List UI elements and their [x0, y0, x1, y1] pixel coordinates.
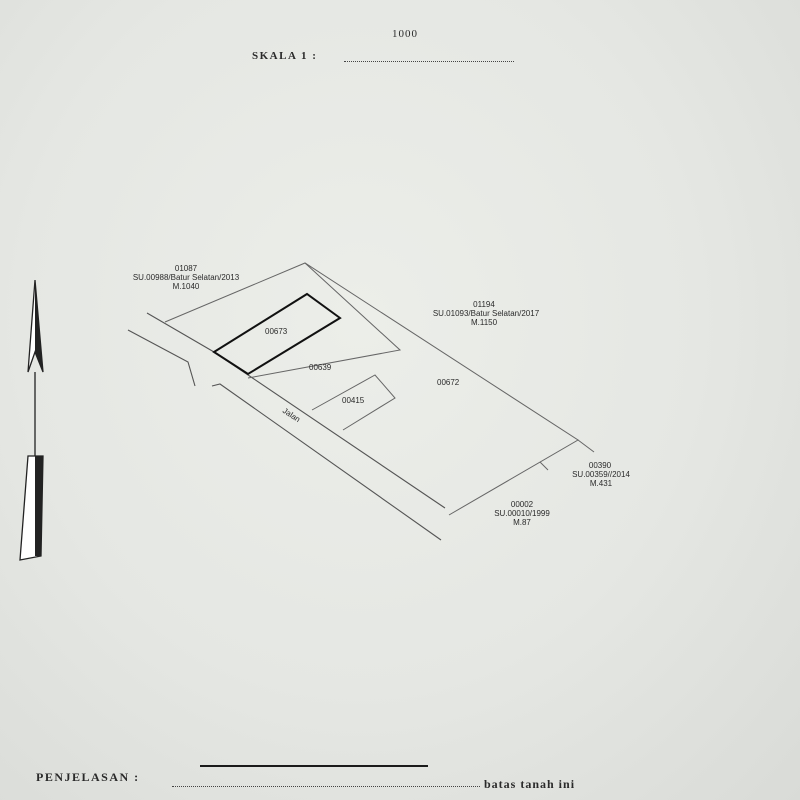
neighbor-label-north-east: 01194 SU.01093/Batur Selatan/2017 M.1150 [433, 300, 540, 327]
neighbor-id: 00390 [589, 461, 612, 470]
neighbor-m: M.431 [590, 479, 613, 488]
neighbor-id: 01087 [175, 264, 198, 273]
parcel-00673-outline [212, 292, 342, 376]
scale-dotted-line [344, 61, 514, 62]
parcel-label-00415: 00415 [342, 396, 365, 405]
neighbor-m: M.1150 [471, 318, 498, 327]
neighbor-su: SU.00988/Batur Selatan/2013 [133, 273, 240, 282]
north-arrow-icon [19, 279, 44, 561]
legend-boundary-line [200, 765, 428, 767]
neighbor-su: SU.00359//2014 [572, 470, 630, 479]
neighbor-label-east: 00390 SU.00359//2014 M.431 [572, 461, 630, 488]
scale-label: SKALA 1 : [252, 50, 318, 62]
parcel-boundaries [164, 262, 595, 516]
neighbor-m: M.87 [513, 518, 531, 527]
neighbor-id: 00002 [511, 500, 534, 509]
legend-dotted-line [172, 786, 480, 787]
parcel-label-00639: 00639 [309, 363, 332, 372]
parcel-label-00673: 00673 [265, 327, 288, 336]
neighbor-label-north-west: 01087 SU.00988/Batur Selatan/2013 M.1040 [133, 264, 240, 291]
neighbor-su: SU.00010/1999 [494, 509, 550, 518]
legend-label: PENJELASAN : [36, 770, 140, 784]
neighbor-su: SU.01093/Batur Selatan/2017 [433, 309, 540, 318]
parcel-label-00672: 00672 [437, 378, 460, 387]
legend-text: batas tanah ini [484, 777, 576, 791]
neighbor-m: M.1040 [173, 282, 200, 291]
neighbor-label-south: 00002 SU.00010/1999 M.87 [494, 500, 550, 527]
neighbor-id: 01194 [473, 300, 495, 309]
scale-value: 1000 [392, 28, 418, 40]
